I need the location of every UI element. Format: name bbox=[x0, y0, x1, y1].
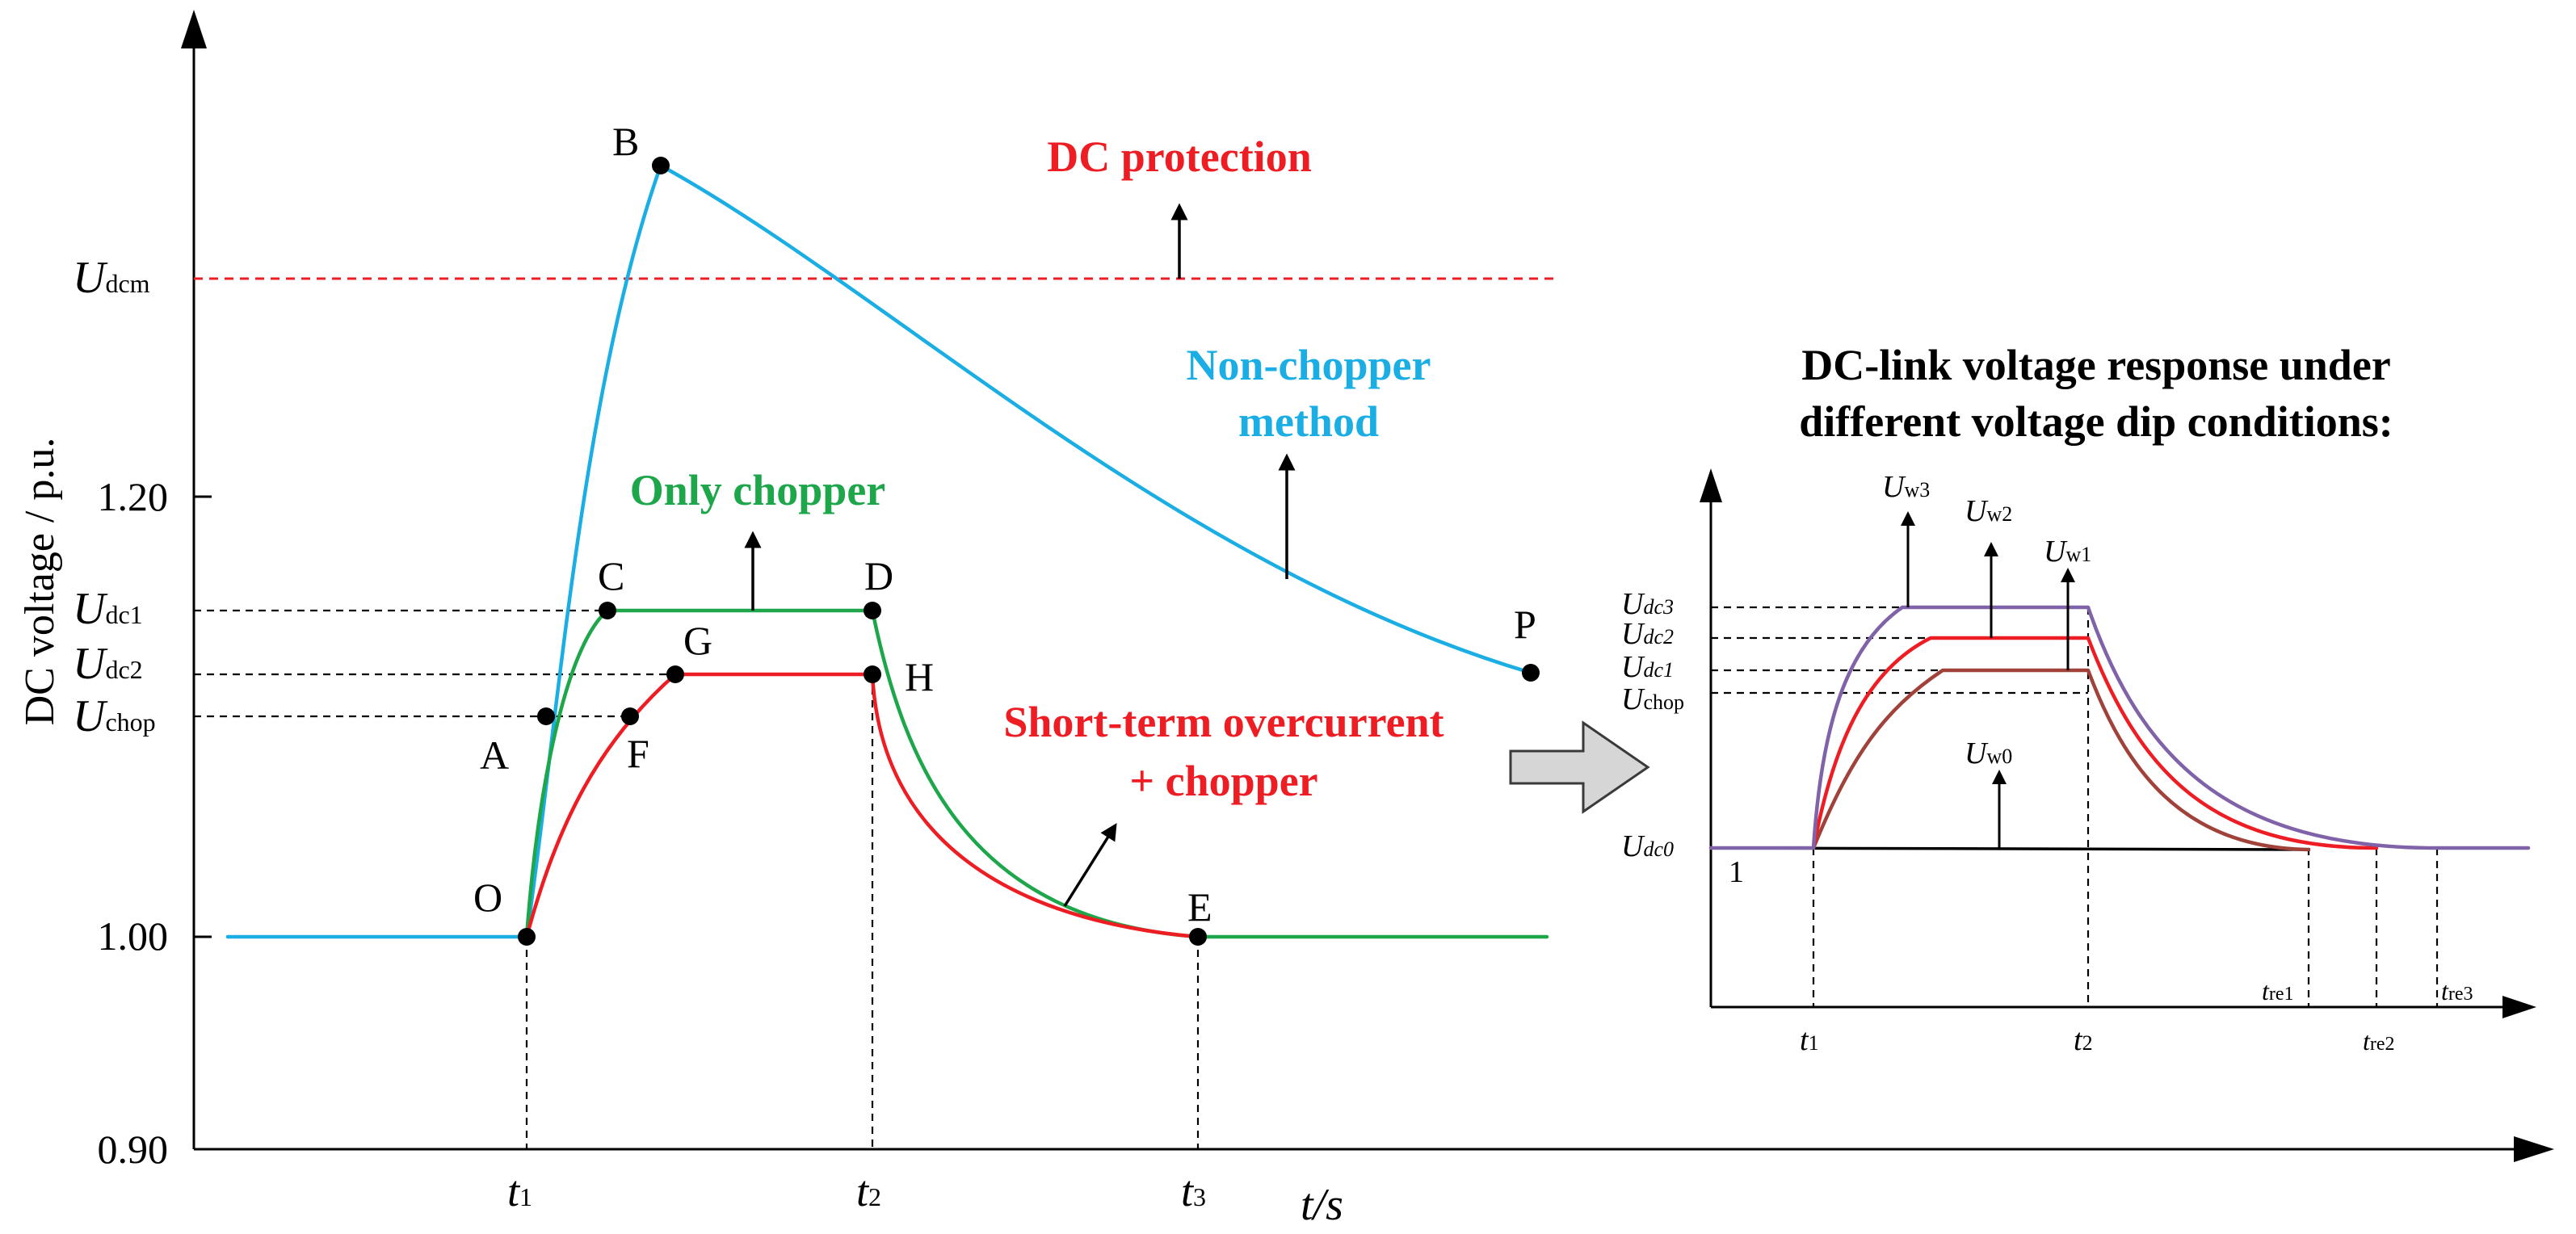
point-h bbox=[864, 665, 881, 683]
label-h: H bbox=[905, 654, 934, 699]
label-o: O bbox=[473, 875, 502, 920]
main-y-axis-arrow-icon bbox=[181, 10, 207, 48]
annotation-short-term-line1: Short-term overcurrent bbox=[1003, 698, 1443, 746]
inset-x-tick-t1: t1 bbox=[1800, 1023, 1819, 1057]
y-tick-0-90: 0.90 bbox=[98, 1127, 169, 1172]
y-level-udc1: Udc1 bbox=[73, 584, 143, 634]
inset-x-axis-arrow-icon bbox=[2502, 996, 2536, 1018]
short-term-arrow-icon bbox=[1063, 823, 1117, 907]
inset-level-udc0: Udc0 bbox=[1621, 829, 1674, 863]
main-chart: DC voltage / p.u. t/s 1.00 1.20 0.90 Udc… bbox=[17, 10, 2554, 1230]
main-x-axis-label: t/s bbox=[1301, 1180, 1343, 1230]
label-a: A bbox=[480, 732, 509, 778]
x-tick-t2: t2 bbox=[856, 1167, 881, 1215]
non-chopper-curve bbox=[225, 163, 1533, 939]
point-a bbox=[537, 707, 555, 725]
inset-x-tick-tre2: tre2 bbox=[2363, 1026, 2395, 1056]
main-x-axis-arrow-icon bbox=[2514, 1136, 2554, 1162]
point-e bbox=[1189, 928, 1207, 946]
inset-title-line2: different voltage dip conditions: bbox=[1799, 397, 2393, 446]
inset-level-uchop: Uchop bbox=[1621, 682, 1684, 716]
inset-chart: DC-link voltage response under different… bbox=[1621, 341, 2536, 1057]
short-term-curve bbox=[524, 672, 1200, 939]
label-e: E bbox=[1187, 884, 1212, 930]
point-g bbox=[666, 665, 684, 683]
y-tick-1-20: 1.20 bbox=[98, 474, 169, 519]
annotation-dc-protection: DC protection bbox=[1047, 132, 1311, 181]
label-d: D bbox=[864, 553, 893, 598]
inset-w3-curve bbox=[1708, 605, 2531, 850]
block-arrow-icon bbox=[1509, 720, 1650, 814]
inset-uw0-label: Uw0 bbox=[1965, 737, 2012, 770]
annotation-non-chopper-line1: Non-chopper bbox=[1186, 341, 1431, 389]
inset-w2-curve bbox=[1811, 636, 2379, 850]
y-level-udc2: Udc2 bbox=[73, 639, 143, 689]
main-y-axis-label: DC voltage / p.u. bbox=[17, 438, 63, 726]
inset-y-axis-arrow-icon bbox=[1700, 468, 1722, 502]
point-d bbox=[864, 602, 881, 619]
label-c: C bbox=[598, 553, 624, 598]
inset-x-tick-t2: t2 bbox=[2074, 1023, 2093, 1057]
inset-level-udc3: Udc3 bbox=[1621, 587, 1674, 621]
label-p: P bbox=[1514, 602, 1536, 647]
inset-uw2-label: Uw2 bbox=[1965, 494, 2012, 528]
inset-level-udc2: Udc2 bbox=[1621, 617, 1674, 651]
inset-uw1-label: Uw1 bbox=[2044, 535, 2091, 569]
point-b bbox=[652, 157, 670, 174]
x-tick-t3: t3 bbox=[1181, 1167, 1206, 1215]
inset-x-tick-tre1: tre1 bbox=[2262, 976, 2294, 1005]
point-p bbox=[1522, 664, 1540, 682]
y-level-udcm: Udcm bbox=[73, 253, 150, 303]
inset-uw3-label: Uw3 bbox=[1882, 470, 1930, 504]
y-tick-1-00: 1.00 bbox=[98, 913, 169, 959]
inset-level-udc1: Udc1 bbox=[1621, 650, 1674, 684]
point-markers bbox=[518, 157, 1540, 946]
y-level-uchop: Uchop bbox=[73, 691, 156, 741]
point-f bbox=[621, 707, 639, 725]
inset-base-label: 1 bbox=[1729, 855, 1744, 889]
label-b: B bbox=[612, 119, 639, 164]
annotation-non-chopper-line2: method bbox=[1238, 397, 1379, 446]
inset-x-tick-tre3: tre3 bbox=[2441, 976, 2473, 1005]
inset-title-line1: DC-link voltage response under bbox=[1801, 341, 2391, 389]
inset-w1-curve bbox=[1811, 668, 2311, 852]
label-f: F bbox=[627, 731, 649, 776]
point-o bbox=[518, 928, 536, 946]
annotation-short-term-line2: + chopper bbox=[1129, 757, 1317, 805]
only-chopper-curve bbox=[524, 608, 1549, 939]
label-g: G bbox=[683, 618, 712, 663]
annotation-only-chopper: Only chopper bbox=[630, 466, 886, 514]
x-tick-t1: t1 bbox=[507, 1167, 532, 1215]
point-c bbox=[599, 602, 616, 619]
